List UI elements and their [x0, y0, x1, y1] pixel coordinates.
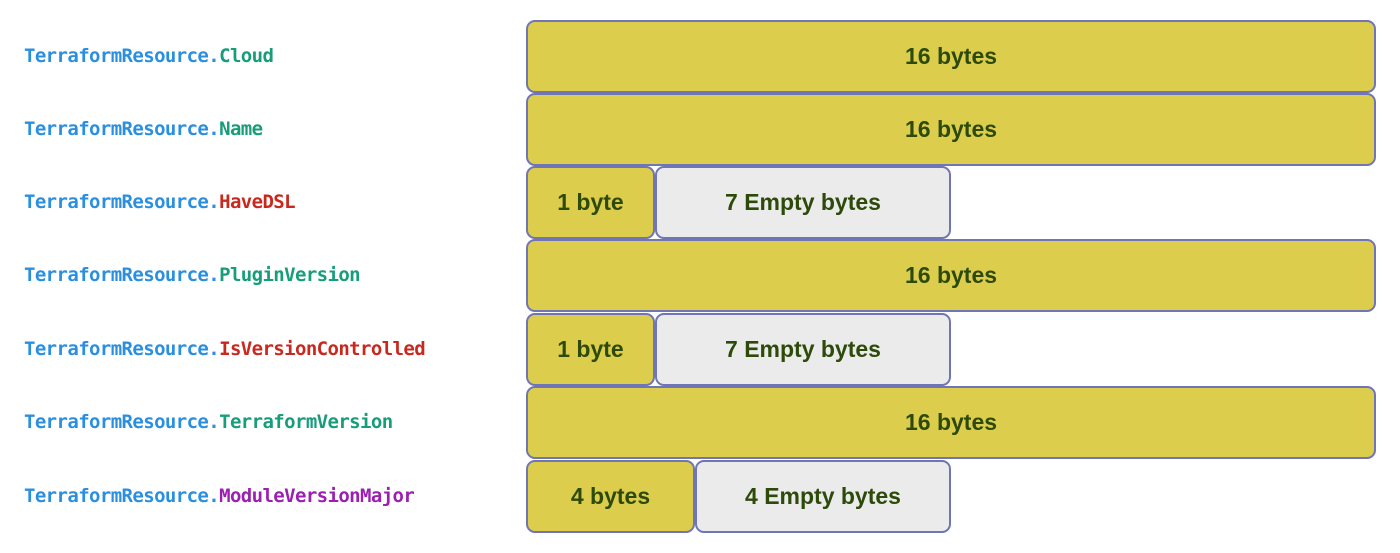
- field-name: ModuleVersionMajor: [219, 485, 415, 507]
- struct-prefix: TerraformResource.: [24, 411, 220, 433]
- field-name: HaveDSL: [219, 191, 295, 213]
- field-label: TerraformResource.TerraformVersion: [24, 411, 393, 433]
- field-label: TerraformResource.Name: [24, 118, 263, 140]
- field-name: Name: [219, 118, 263, 140]
- used-bytes-block: 16 bytes: [526, 239, 1376, 312]
- used-bytes-block: 16 bytes: [526, 20, 1376, 93]
- field-label: TerraformResource.PluginVersion: [24, 264, 361, 286]
- padding-bytes-block: 7 Empty bytes: [655, 313, 951, 386]
- used-bytes-block: 1 byte: [526, 166, 655, 239]
- padding-bytes-block: 4 Empty bytes: [695, 460, 951, 533]
- field-label: TerraformResource.HaveDSL: [24, 191, 296, 213]
- used-bytes-block: 16 bytes: [526, 93, 1376, 166]
- struct-prefix: TerraformResource.: [24, 264, 220, 286]
- padding-bytes-block: 7 Empty bytes: [655, 166, 951, 239]
- field-label: TerraformResource.Cloud: [24, 45, 274, 67]
- field-label: TerraformResource.IsVersionControlled: [24, 338, 426, 360]
- struct-prefix: TerraformResource.: [24, 338, 220, 360]
- used-bytes-block: 4 bytes: [526, 460, 695, 533]
- used-bytes-block: 1 byte: [526, 313, 655, 386]
- struct-prefix: TerraformResource.: [24, 191, 220, 213]
- field-name: TerraformVersion: [219, 411, 393, 433]
- used-bytes-block: 16 bytes: [526, 386, 1376, 459]
- struct-prefix: TerraformResource.: [24, 118, 220, 140]
- field-name: IsVersionControlled: [219, 338, 426, 360]
- field-label: TerraformResource.ModuleVersionMajor: [24, 485, 415, 507]
- field-name: Cloud: [219, 45, 274, 67]
- struct-prefix: TerraformResource.: [24, 485, 220, 507]
- field-name: PluginVersion: [219, 264, 361, 286]
- struct-prefix: TerraformResource.: [24, 45, 220, 67]
